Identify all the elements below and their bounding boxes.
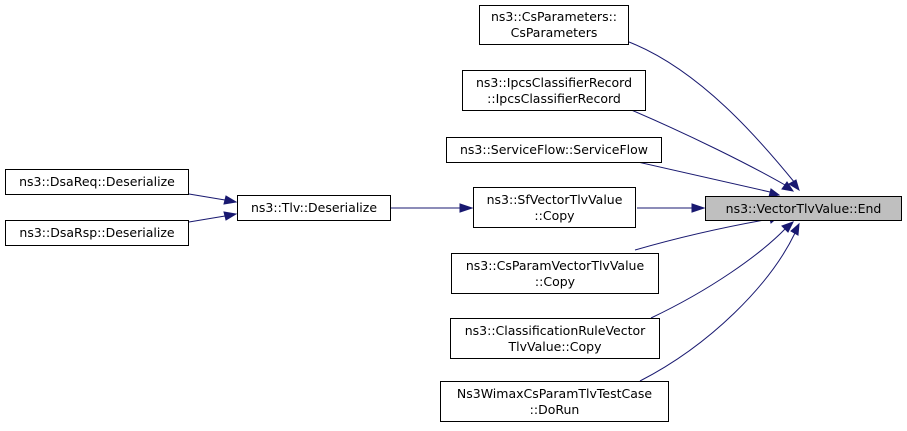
node-label-line2: TlvValue::Copy — [508, 338, 602, 354]
edge-dsarsp-to-tlv — [188, 215, 226, 223]
node-csparamvectortlvvalue[interactable]: ns3::CsParamVectorTlvValue ::Copy — [451, 253, 659, 294]
node-tlv-deserialize[interactable]: ns3::Tlv::Deserialize — [237, 195, 391, 221]
node-label: ns3::Tlv::Deserialize — [250, 200, 378, 215]
node-label-line1: ns3::IpcsClassifierRecord — [475, 74, 633, 90]
edge-ns3wimaxcsparamtlvtestcase-to-end — [639, 232, 796, 382]
node-serviceflow[interactable]: ns3::ServiceFlow::ServiceFlow — [446, 137, 662, 163]
node-label-line1: ns3::CsParameters:: — [490, 9, 618, 24]
node-label-line2: ::Copy — [534, 273, 576, 289]
edge-classificationrulevector-to-end — [650, 227, 787, 319]
arrowhead-tlv — [459, 203, 474, 213]
edge-serviceflow-to-end — [628, 159, 771, 193]
arrowhead-ns3wimaxcsparamtlvtestcase — [790, 222, 800, 236]
node-label-line1: Ns3WimaxCsParamTlvTestCase — [456, 385, 653, 401]
edge-ipcsclassifierrecord-to-end — [628, 108, 786, 186]
node-label: ns3::DsaReq::Deserialize — [19, 174, 175, 189]
node-label-line1: ns3::SfVectorTlvValue — [486, 191, 623, 207]
node-label-line2: ::DoRun — [529, 401, 580, 417]
arrowhead-dsarsp — [223, 211, 238, 221]
node-dsarsp-deserialize[interactable]: ns3::DsaRsp::Deserialize — [5, 220, 189, 246]
node-label-line2: ::IpcsClassifierRecord — [487, 90, 621, 106]
arrowhead-classificationrulevector — [781, 221, 795, 233]
node-ns3wimaxcsparamtlvtestcase[interactable]: Ns3WimaxCsParamTlvTestCase ::DoRun — [440, 381, 669, 422]
node-csparameters[interactable]: ns3::CsParameters:: CsParameters — [479, 5, 629, 45]
edge-dsareq-to-tlv — [188, 193, 226, 201]
node-label-line1: ns3::CsParamVectorTlvValue — [465, 257, 645, 273]
arrowhead-ipcsclassifierrecord — [781, 181, 795, 192]
node-label: ns3::DsaRsp::Deserialize — [19, 225, 175, 240]
arrowhead-dsareq — [223, 195, 238, 205]
node-ipcsclassifierrecord[interactable]: ns3::IpcsClassifierRecord ::IpcsClassifi… — [462, 70, 646, 111]
arrowhead-sfvectortlvvalue — [691, 203, 706, 213]
node-dsareq-deserialize[interactable]: ns3::DsaReq::Deserialize — [5, 169, 189, 195]
node-label: ns3::VectorTlvValue::End — [725, 200, 882, 216]
node-label-line2: CsParameters — [510, 25, 598, 40]
edge-csparameters-to-end — [628, 41, 796, 184]
node-label-line2: ::Copy — [534, 207, 575, 223]
node-label-line1: ns3::ClassificationRuleVector — [464, 322, 646, 338]
node-sfvectortlvvalue[interactable]: ns3::SfVectorTlvValue ::Copy — [473, 187, 636, 228]
node-classificationrulevector[interactable]: ns3::ClassificationRuleVector TlvValue::… — [450, 318, 660, 359]
edge-csparamvectortlvvalue-to-end — [634, 218, 771, 251]
arrowhead-csparameters — [788, 179, 800, 192]
node-label: ns3::ServiceFlow::ServiceFlow — [459, 142, 648, 157]
node-vectortlvvalue-end: ns3::VectorTlvValue::End — [705, 196, 902, 221]
